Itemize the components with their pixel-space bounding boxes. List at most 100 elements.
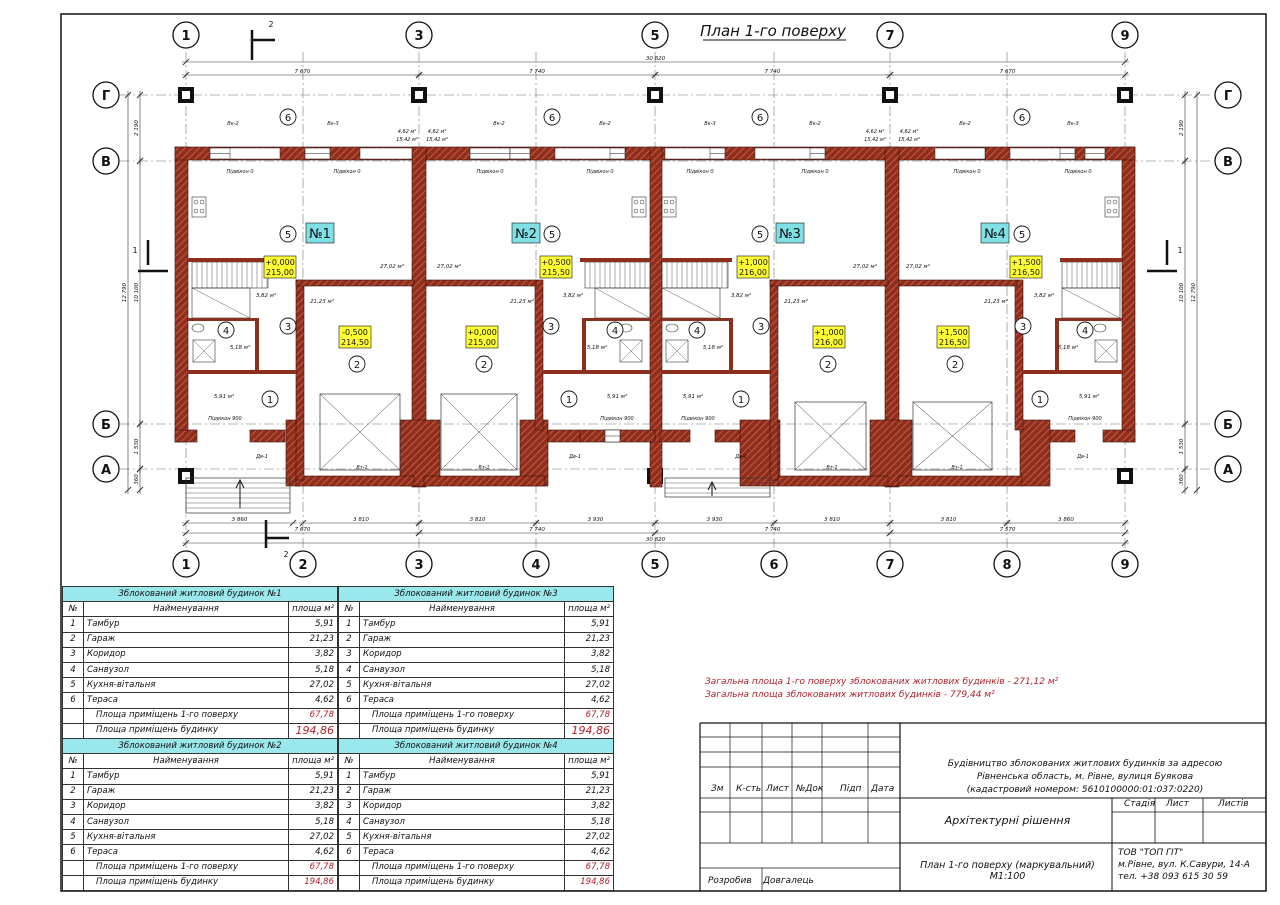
dim-tick: [1121, 519, 1129, 527]
unit-label: №3: [779, 227, 801, 242]
table-caption: Зблокований житловий будинок №2: [62, 737, 338, 755]
unit-label: №2: [515, 227, 537, 242]
project-description: Будівництво зблокованих житлових будинкі…: [947, 759, 1223, 795]
door-mark: Дв-1: [1076, 454, 1089, 460]
room-area: 4,62 м²: [900, 129, 919, 135]
section-mark: [1147, 240, 1177, 273]
shower-diag: [1094, 339, 1118, 363]
burner: [193, 199, 199, 205]
dim-tick: [136, 91, 144, 99]
dim-tick: [124, 91, 132, 99]
dim-label: 2 190: [134, 120, 140, 136]
dim-tick: [124, 486, 132, 494]
burner: [663, 199, 669, 205]
window: [754, 147, 811, 160]
unit-label-box: [775, 222, 805, 244]
dim-tick: [1181, 465, 1189, 473]
axis-number: 8: [1002, 558, 1011, 573]
dim-tick: [1121, 71, 1129, 79]
dim-label: 7 670: [1000, 69, 1016, 75]
room-number-circle: [543, 108, 561, 126]
shower: [619, 339, 643, 363]
company-info: ТОВ "ТОП ГІТ" м.Рівне, вул. К.Савури, 14…: [1118, 848, 1250, 882]
room-area: 21,23 м²: [510, 298, 535, 305]
axis-bubble: [641, 21, 669, 49]
dim-tick: [886, 529, 894, 537]
unit-label: №4: [984, 227, 1006, 242]
window: [934, 147, 986, 160]
stair-tread: [661, 287, 721, 319]
wall: [411, 146, 427, 488]
wall: [249, 429, 286, 443]
section-mark-label: 1: [132, 246, 137, 255]
room-number: 6: [757, 113, 763, 124]
section-mark: [264, 520, 289, 548]
room-number-circle: [752, 317, 770, 335]
level-value: -0,500: [342, 328, 368, 337]
wall: [1102, 429, 1136, 443]
window-mark: Вк-2: [493, 121, 504, 127]
gate-mark: Вт-1: [951, 465, 962, 471]
garage-gate: [912, 401, 993, 471]
window-mark: Вк-3: [1067, 121, 1078, 127]
room-number: 3: [548, 322, 554, 333]
dim-tick: [1181, 157, 1189, 165]
toilet: [1093, 323, 1107, 333]
room-number: 2: [825, 360, 831, 371]
level-absolute: 216,50: [1012, 268, 1040, 277]
dim-tick: [136, 420, 144, 428]
axis-bubble: [172, 550, 200, 578]
burner: [639, 199, 645, 205]
dim-tick: [415, 529, 423, 537]
dim-label: 1 530: [134, 438, 140, 454]
level-box: [736, 255, 770, 279]
stove: [631, 196, 647, 218]
axis-number: 3: [414, 558, 423, 573]
unit-label-box: [980, 222, 1010, 244]
axis-letter: А: [1223, 463, 1233, 478]
dim-label: 3 810: [470, 517, 486, 523]
wall: [425, 279, 537, 287]
column-core: [886, 91, 894, 99]
room-area: 15,42 м²: [864, 137, 886, 143]
partition: [188, 370, 296, 374]
level-value: +1,500: [938, 328, 968, 337]
burner: [669, 208, 675, 214]
walls: [174, 146, 1136, 488]
window-mark: Вк-3: [704, 121, 715, 127]
dim-tick: [886, 519, 894, 527]
dim-label: 7 740: [529, 69, 545, 75]
dim-tick: [1193, 91, 1201, 99]
window-mark: Вк-2: [599, 121, 610, 127]
wall: [769, 279, 889, 287]
sill-label: Підвікон 0: [333, 169, 360, 175]
room-area: 21,23 м²: [784, 298, 809, 305]
level-value: +0,500: [541, 258, 571, 267]
wall: [174, 146, 189, 443]
shower-diag: [665, 339, 689, 363]
room-area: 4,62 м²: [398, 129, 417, 135]
axis-letter: В: [1223, 155, 1233, 170]
room-number-circle: [279, 317, 297, 335]
axis-number: 6: [769, 558, 778, 573]
door-mark: Дв-1: [568, 454, 581, 460]
room-number-circle: [1013, 108, 1031, 126]
wall: [174, 429, 198, 443]
door-mark: Дв-1: [255, 454, 268, 460]
level-value: +0,000: [467, 328, 497, 337]
sill-label: Підвікон 0: [686, 169, 713, 175]
section-mark-label: 2: [283, 550, 288, 559]
wall: [295, 279, 415, 287]
door-mark: Дв-1: [734, 454, 747, 460]
room-number: 3: [758, 322, 764, 333]
room-number: 1: [267, 395, 273, 406]
unit-label-box: [305, 222, 335, 244]
wall: [619, 429, 656, 443]
